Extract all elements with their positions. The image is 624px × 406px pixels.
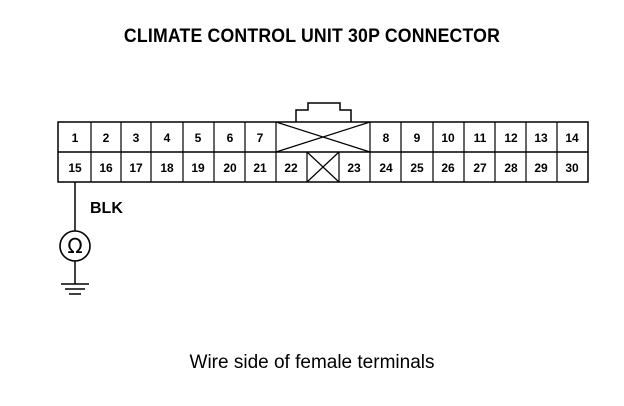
pin-label: 18 bbox=[160, 161, 174, 175]
pin-label: 25 bbox=[410, 161, 424, 175]
pin-label: 2 bbox=[103, 131, 110, 145]
pin-label: 13 bbox=[534, 131, 548, 145]
top-row-dividers bbox=[90, 122, 558, 152]
pin-label: 19 bbox=[191, 161, 205, 175]
pin-label: 16 bbox=[99, 161, 113, 175]
pin-label: 28 bbox=[504, 161, 518, 175]
ground-icon bbox=[61, 283, 89, 295]
pin-label: 23 bbox=[347, 161, 361, 175]
pin-label: 6 bbox=[227, 131, 234, 145]
wire-color-label: BLK bbox=[90, 200, 123, 217]
pin-label: 12 bbox=[504, 131, 518, 145]
pin-label: 15 bbox=[68, 161, 82, 175]
pin-label: 3 bbox=[133, 131, 140, 145]
pin-label: 10 bbox=[441, 131, 455, 145]
pin-label: 7 bbox=[257, 131, 264, 145]
pin-label: 21 bbox=[253, 161, 267, 175]
connector-latch bbox=[295, 102, 352, 122]
pin-label: 17 bbox=[129, 161, 143, 175]
pin-label: 24 bbox=[379, 161, 393, 175]
connector-body bbox=[57, 121, 589, 183]
pin-label: 14 bbox=[565, 131, 579, 145]
bottom-row-pins: 15 16 17 18 19 20 21 22 23 24 25 26 27 2… bbox=[68, 161, 579, 175]
pin-label: 26 bbox=[441, 161, 455, 175]
bottom-row-dividers bbox=[90, 152, 558, 182]
pin-label: 11 bbox=[474, 131, 487, 145]
pin-label: 29 bbox=[534, 161, 548, 175]
pin-label: 9 bbox=[414, 131, 421, 145]
pin-label: 22 bbox=[284, 161, 298, 175]
pin-label: 30 bbox=[565, 161, 579, 175]
top-row-pins: 1 2 3 4 5 6 7 8 9 10 11 12 13 14 bbox=[72, 131, 579, 145]
unused-cavity-marks bbox=[275, 121, 371, 183]
pin-label: 20 bbox=[223, 161, 237, 175]
ohm-symbol: Ω bbox=[67, 234, 82, 258]
diagram-caption: Wire side of female terminals bbox=[189, 352, 435, 373]
pin-label: 4 bbox=[164, 131, 171, 145]
pin-label: 27 bbox=[473, 161, 487, 175]
pin-label: 5 bbox=[195, 131, 202, 145]
pin-label: 1 bbox=[72, 131, 79, 145]
ohmmeter-icon: Ω bbox=[59, 230, 91, 262]
diagram-title: CLIMATE CONTROL UNIT 30P CONNECTOR bbox=[123, 26, 501, 47]
pin-label: 8 bbox=[383, 131, 390, 145]
